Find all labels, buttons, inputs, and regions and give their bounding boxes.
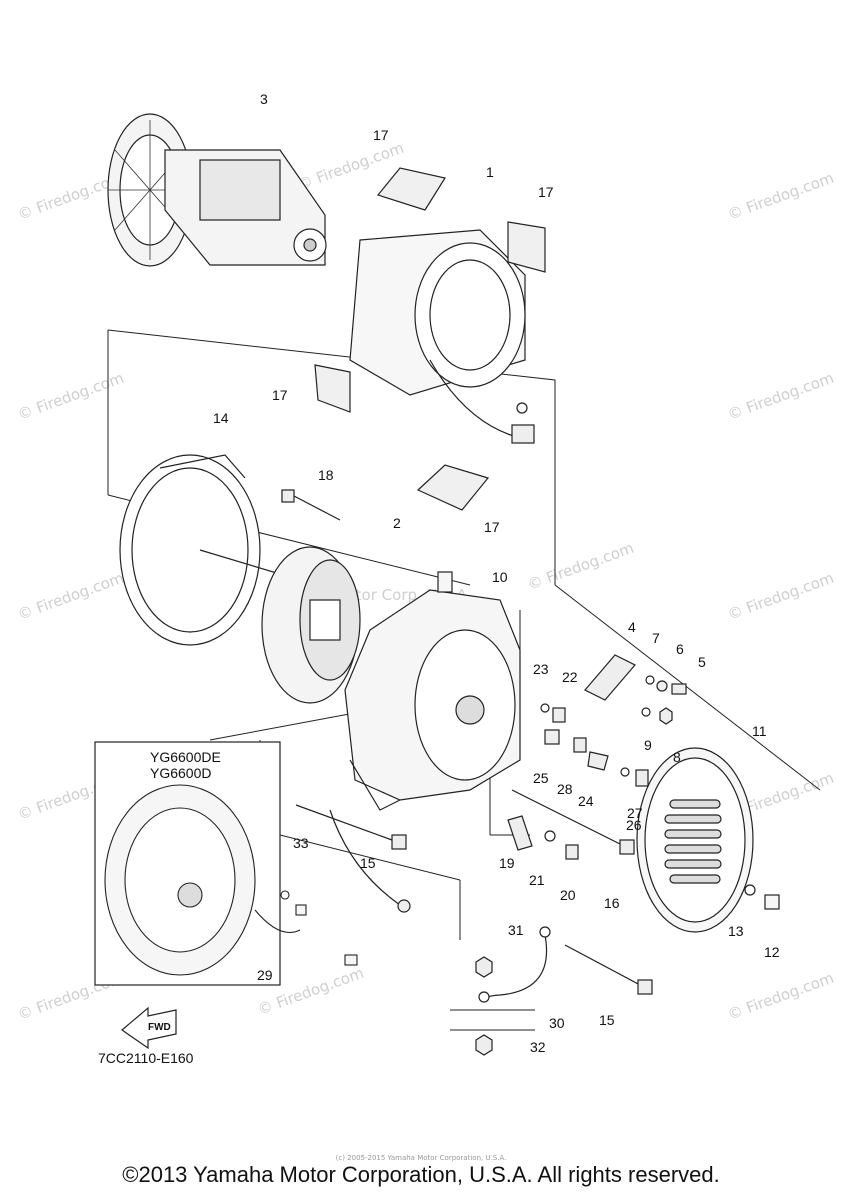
copyright-footer: ©2013 Yamaha Motor Corporation, U.S.A. A… (122, 1162, 720, 1187)
engine-fan-assembly (107, 113, 327, 267)
mount-bolts (295, 804, 653, 995)
callout-17b: 17 (538, 184, 554, 200)
stator-cover-band (119, 454, 301, 646)
callouts: 3 17 1 17 17 14 18 17 2 10 4 7 6 5 23 22… (98, 91, 780, 1066)
long-bolt (511, 789, 635, 855)
rotor (261, 546, 361, 704)
watermark: © Firedog.com (725, 569, 836, 624)
watermark: © Firedog.com (15, 569, 126, 624)
model-inset: YG6600DE YG6600D (94, 741, 358, 986)
callout-11: 11 (752, 723, 767, 739)
fwd-arrow-icon: FWD (121, 1006, 177, 1050)
callout-28: 28 (557, 781, 573, 797)
callout-30: 30 (549, 1015, 565, 1031)
callout-27: 27 (627, 805, 643, 821)
brush-holder-parts (540, 654, 687, 787)
callout-8: 8 (673, 749, 681, 765)
callout-22: 22 (562, 669, 578, 685)
callout-18: 18 (318, 467, 334, 483)
insulator-pads (314, 167, 546, 511)
callout-20: 20 (560, 887, 576, 903)
small-print: (c) 2005-2015 Yamaha Motor Corporation, … (335, 1154, 507, 1162)
callout-19: 19 (499, 855, 515, 871)
callout-26: 26 (626, 817, 642, 833)
drawing-code: 7CC2110-E160 (98, 1050, 194, 1066)
inset-model-2: YG6600D (150, 765, 211, 781)
inset-model-1: YG6600DE (150, 749, 221, 765)
callout-14: 14 (213, 410, 229, 426)
callout-29: 29 (257, 967, 273, 983)
callout-32: 32 (530, 1039, 546, 1055)
rear-cover (636, 747, 780, 933)
callout-17c: 17 (272, 387, 288, 403)
watermark: © Firedog.com (725, 969, 836, 1024)
callout-16: 16 (604, 895, 620, 911)
callout-4: 4 (628, 619, 636, 635)
stator (349, 229, 535, 444)
callout-23: 23 (533, 661, 549, 677)
ground-strap (475, 926, 551, 1056)
callout-3: 3 (260, 91, 268, 107)
callout-17: 17 (373, 127, 389, 143)
lower-fasteners (507, 815, 579, 860)
callout-21: 21 (529, 872, 545, 888)
callout-15: 15 (360, 855, 376, 871)
callout-2: 2 (393, 515, 401, 531)
callout-31: 31 (508, 922, 524, 938)
callout-17d: 17 (484, 519, 500, 535)
callout-33: 33 (293, 835, 309, 851)
callout-9: 9 (644, 737, 652, 753)
callout-25: 25 (533, 770, 549, 786)
callout-7: 7 (652, 630, 660, 646)
rear-housing (344, 571, 521, 811)
callout-13: 13 (728, 923, 744, 939)
watermark: © Firedog.com (525, 539, 636, 594)
fwd-label: FWD (148, 1022, 171, 1033)
callout-6: 6 (676, 641, 684, 657)
watermark: © Firedog.com (725, 369, 836, 424)
callout-24: 24 (578, 793, 594, 809)
watermark: © Firedog.com (725, 169, 836, 224)
through-bolt (281, 489, 341, 521)
callout-5: 5 (698, 654, 706, 670)
callout-1: 1 (486, 164, 494, 180)
watermark: © Firedog.com (15, 369, 126, 424)
callout-15b: 15 (599, 1012, 615, 1028)
callout-10: 10 (492, 569, 508, 585)
callout-12: 12 (764, 944, 780, 960)
